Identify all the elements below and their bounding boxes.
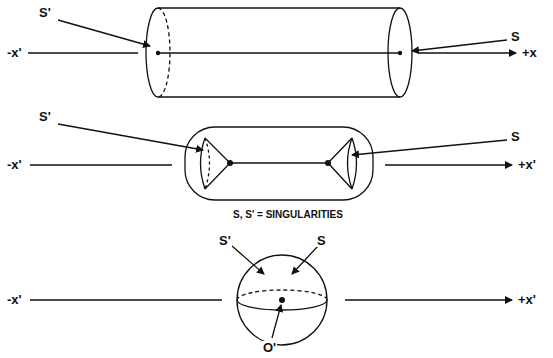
figure-label: +x' <box>517 293 537 306</box>
figure-label: S <box>510 30 521 43</box>
figure-label: S' <box>38 110 52 123</box>
figure-label: -x' <box>6 158 23 171</box>
figure-label: O' <box>262 341 277 354</box>
figure-label: -x' <box>6 46 23 59</box>
figure-label: +x <box>521 46 538 59</box>
figure-label: S <box>510 130 521 143</box>
figure-label: -x' <box>6 293 23 306</box>
figure-label: S' <box>38 6 52 19</box>
figure-label: +x' <box>517 158 537 171</box>
figure-label: S, S' = SINGULARITIES <box>232 210 344 220</box>
figure-label: S' <box>218 234 232 247</box>
figure-label: S <box>316 234 327 247</box>
